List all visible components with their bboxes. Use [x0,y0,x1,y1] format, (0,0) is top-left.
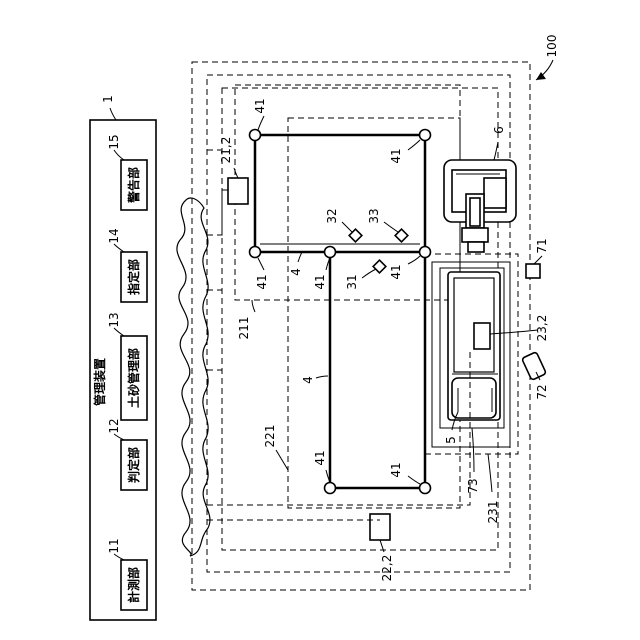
region-221-leader [276,450,288,470]
designation-unit-leader [114,244,124,252]
network-cloud [177,198,210,556]
point-33-leader [384,222,398,232]
rail-node [250,247,261,258]
link-cloud-device-23 [207,349,470,505]
sensor-71 [526,264,540,278]
area-73-leader [472,428,474,472]
point-31-ref: 31 [345,274,359,289]
node-ref-leader [258,116,264,130]
warning-unit-label: 警告部 [126,167,141,204]
region-211-leader [252,300,255,312]
judgment-unit-leader [114,434,124,440]
sediment-management-unit-ref: 13 [107,312,121,327]
rail-ref: 4 [289,268,303,276]
management-ref-leader [110,108,116,120]
device-21 [228,178,248,204]
sensor-72 [522,352,547,381]
designation-unit-label: 指定部 [126,259,141,295]
crane-ref: 6 [492,126,506,134]
rail-ref: 4 [301,376,315,384]
device-23-ref: 23,2 [535,315,549,342]
region-211-ref: 211 [237,317,251,340]
sediment-management-unit-leader [114,328,124,336]
rail-node [250,130,261,141]
rail-node [420,130,431,141]
node-ref: 41 [313,450,327,465]
system-ref-label: 100 [545,35,559,58]
measurement-unit-label: 計測部 [126,567,141,603]
link-cloud-device-21 [207,190,228,235]
judgment-unit-label: 判定部 [126,447,141,483]
region-231-ref: 231 [486,501,500,524]
warning-unit-ref: 15 [107,134,121,149]
rail-node [420,247,431,258]
node-ref: 41 [253,98,267,113]
crane [444,160,516,252]
sensor-72-ref: 72 [535,384,549,399]
judgment-unit-ref: 12 [107,418,121,433]
node-ref: 41 [389,148,403,163]
area-73-ref: 73 [466,478,480,493]
warning-unit-leader [114,150,124,160]
management-device-title: 管理装置 [92,358,107,406]
vehicle-ref: 5 [444,436,458,444]
device-23 [474,323,490,349]
rail-ref-leader [316,376,328,378]
rail-ref-leader [298,252,302,262]
management-device-ref: 1 [101,95,115,103]
region-221-ref: 221 [263,425,277,448]
region-231-leader [488,454,492,492]
crane-ref-leader [494,142,498,160]
rail-node [325,483,336,494]
rail-node [420,483,431,494]
node-ref-leader [408,256,420,264]
device-22 [370,514,390,540]
point-32-ref: 32 [325,208,339,223]
measurement-unit-ref: 11 [107,538,121,553]
point-31-marker [373,260,386,273]
measurement-unit-leader [114,554,124,560]
node-ref: 41 [255,274,269,289]
node-ref: 41 [389,264,403,279]
node-ref: 41 [313,274,327,289]
node-ref-leader [408,476,420,484]
node-ref-leader [408,140,420,150]
sensor-71-leader [534,256,542,264]
region-221 [288,118,460,508]
node-ref: 41 [389,462,403,477]
sediment-management-unit-label: 土砂管理部 [126,348,141,408]
designation-unit-ref: 14 [107,228,121,243]
sensor-71-ref: 71 [535,238,549,253]
point-31-leader [362,269,376,278]
device-22-ref: 22,2 [380,555,394,582]
point-32-leader [342,222,352,232]
rail-node [325,247,336,258]
point-33-ref: 33 [367,208,381,223]
node-ref-leader [258,258,264,270]
